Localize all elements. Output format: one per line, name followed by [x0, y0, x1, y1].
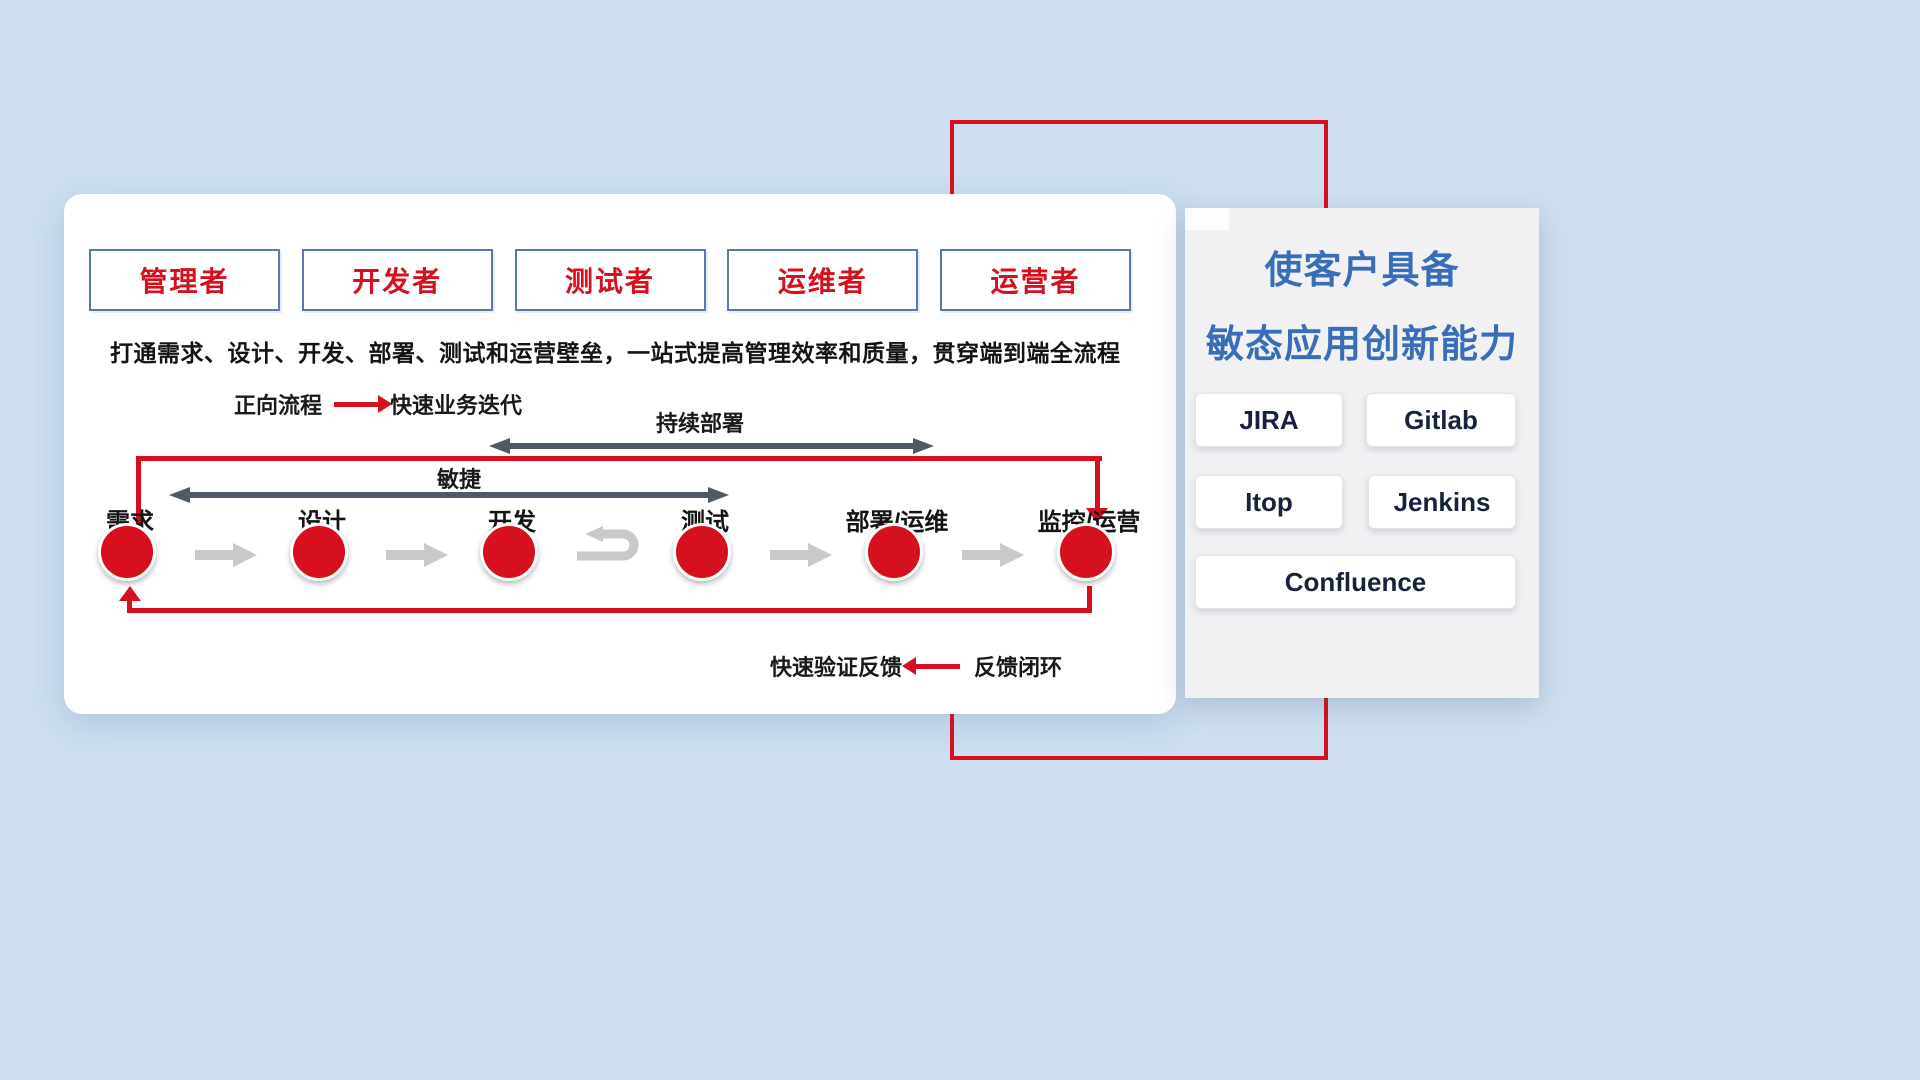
red-feedback-up-arrowhead-icon: [119, 586, 141, 601]
role-box-business-operator: 运营者: [940, 249, 1131, 311]
tool-box-jenkins: Jenkins: [1368, 475, 1516, 529]
role-box-tester: 测试者: [514, 249, 706, 311]
red-loop-top-line: [136, 456, 1102, 461]
role-label: 测试者: [564, 266, 655, 297]
panel-corner-notch: [1185, 208, 1229, 230]
forward-flow-legend: 正向流程 快速业务迭代: [234, 388, 522, 420]
role-box-developer: 开发者: [301, 249, 493, 311]
flow-node-monitor-ops: [1057, 523, 1115, 581]
role-label: 运维者: [777, 266, 868, 297]
feedback-legend: 快速验证反馈 反馈闭环: [770, 650, 1062, 682]
description-text: 打通需求、设计、开发、部署、测试和运营壁垒，一站式提高管理效率和质量，贯穿端到端…: [110, 340, 1121, 366]
tool-box-itop: Itop: [1195, 475, 1343, 529]
flow-node-deploy-ops: [865, 523, 923, 581]
red-loop-left-vertical: [136, 456, 141, 526]
panel-title-line2: 敏态应用创新能力: [1205, 324, 1518, 366]
flow-node-design: [290, 523, 348, 581]
flow-node-requirement: [98, 523, 156, 581]
red-feedback-left-vertical: [127, 598, 132, 613]
flow-arrow-icon: [195, 543, 257, 567]
flow-arrow-icon: [386, 543, 448, 567]
continuous-deploy-label: 持续部署: [655, 411, 744, 436]
role-label: 开发者: [352, 266, 443, 297]
tool-box-gitlab: Gitlab: [1366, 393, 1516, 447]
forward-arrow-icon: [334, 394, 393, 413]
agile-span-arrow-icon: [169, 487, 729, 503]
role-boxes-row: 管理者 开发者 测试者 运维者 运营者: [89, 249, 1131, 311]
forward-flow-value: 快速业务迭代: [390, 393, 523, 418]
red-feedback-bottom-line: [127, 608, 1092, 613]
flow-node-test: [673, 523, 731, 581]
red-loop-down-arrowhead-icon: [1086, 508, 1108, 523]
continuous-deploy-span-arrow-icon: [489, 438, 934, 454]
panel-title: 使客户具备 敏态应用创新能力: [1185, 234, 1539, 382]
capability-panel: 使客户具备 敏态应用创新能力 JIRA Gitlab Itop Jenkins …: [1185, 208, 1539, 698]
flow-arrow-icon: [770, 543, 832, 567]
red-loop-right-vertical: [1095, 456, 1100, 510]
role-box-manager: 管理者: [89, 249, 280, 311]
feedback-arrow-icon: [902, 656, 961, 675]
devops-flow-card: 管理者 开发者 测试者 运维者 运营者 打通需求、设计、开发、部署、测试和运营壁…: [64, 194, 1176, 714]
panel-title-line1: 使客户具备: [1264, 250, 1460, 292]
role-label: 管理者: [139, 266, 230, 297]
flow-node-develop: [480, 523, 538, 581]
feedback-label: 反馈闭环: [974, 655, 1063, 680]
tool-box-confluence: Confluence: [1195, 555, 1516, 609]
role-label: 运营者: [990, 266, 1081, 297]
red-feedback-right-vertical: [1087, 586, 1092, 613]
agile-label: 敏捷: [436, 467, 481, 492]
iteration-loop-icon: [577, 526, 639, 561]
feedback-value: 快速验证反馈: [770, 655, 903, 680]
forward-flow-label: 正向流程: [234, 393, 323, 418]
role-box-operator: 运维者: [727, 249, 919, 311]
tool-box-jira: JIRA: [1195, 393, 1343, 447]
flow-arrow-icon: [962, 543, 1024, 567]
